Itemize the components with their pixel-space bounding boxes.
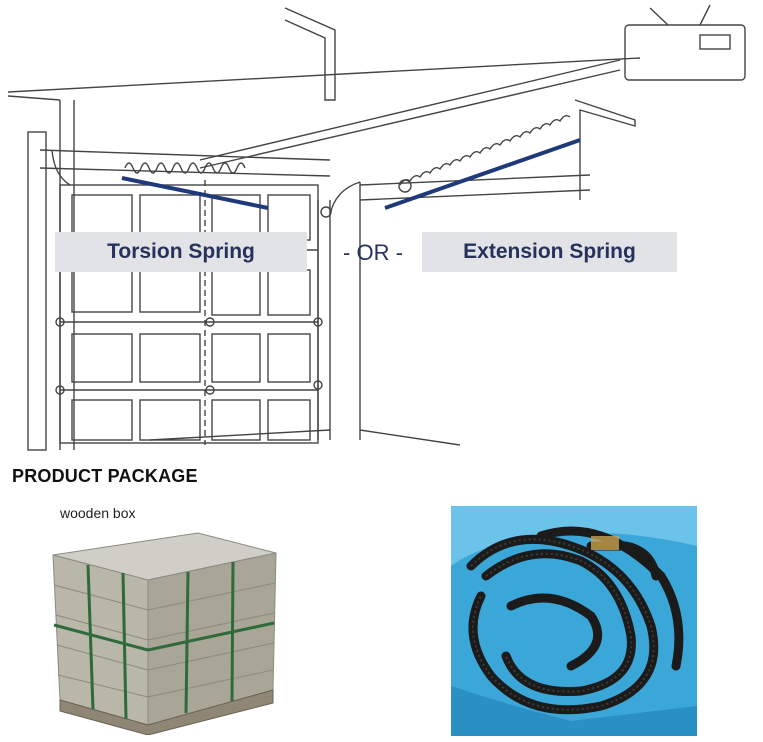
torsion-spring-highlight [121,176,269,210]
torsion-spring-text: Torsion Spring [107,240,255,263]
section-title: PRODUCT PACKAGE [12,466,198,486]
wooden-box-caption: wooden box [60,505,136,521]
garage-door-diagram [7,4,746,451]
wooden-box-photo [52,532,277,735]
or-separator: - OR - [343,240,403,265]
tubing-package-photo [451,506,697,736]
extension-spring-highlight [384,138,581,210]
torsion-spring-label: Torsion Spring [55,232,307,272]
extension-spring-text: Extension Spring [463,240,636,263]
extension-spring-label: Extension Spring [422,232,677,272]
